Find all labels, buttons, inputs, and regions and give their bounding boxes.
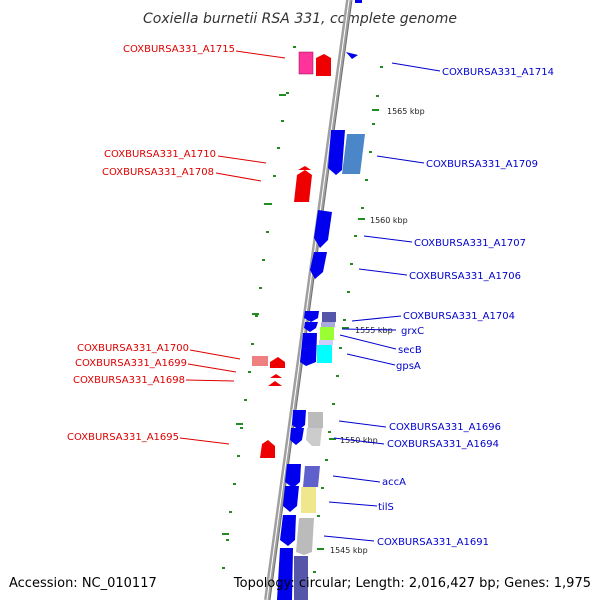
- gene-gpsA-left[interactable]: [300, 333, 317, 366]
- label-accA[interactable]: accA: [382, 477, 406, 488]
- gene-A1714[interactable]: [346, 52, 358, 59]
- gene-A1691[interactable]: [296, 518, 314, 555]
- label-A1699[interactable]: COXBURSA331_A1699: [75, 358, 187, 369]
- gene-A1708[interactable]: [294, 170, 312, 202]
- label-A1715[interactable]: COXBURSA331_A1715: [123, 44, 235, 55]
- label-A1708[interactable]: COXBURSA331_A1708: [102, 167, 214, 178]
- label-A1707[interactable]: COXBURSA331_A1707: [414, 238, 526, 249]
- scale-label-1560: 1560 kbp: [370, 216, 408, 225]
- right-label-group: COXBURSA331_A1714 COXBURSA331_A1709 COXB…: [377, 67, 554, 548]
- label-A1714[interactable]: COXBURSA331_A1714: [442, 67, 554, 78]
- label-A1695[interactable]: COXBURSA331_A1695: [67, 432, 179, 443]
- label-A1710[interactable]: COXBURSA331_A1710: [104, 149, 216, 160]
- gene-A1704b[interactable]: [322, 312, 336, 322]
- gene-A1707[interactable]: [314, 210, 332, 248]
- label-A1694[interactable]: COXBURSA331_A1694: [387, 439, 499, 450]
- label-A1696[interactable]: COXBURSA331_A1696: [389, 422, 501, 433]
- left-label-group: COXBURSA331_A1715 COXBURSA331_A1710 COXB…: [67, 44, 235, 443]
- label-gpsA[interactable]: gpsA: [396, 361, 421, 372]
- gene-A1700[interactable]: [252, 356, 268, 366]
- right-connectors: [323, 62, 441, 542]
- label-tilS[interactable]: tilS: [378, 502, 394, 513]
- scale-label-1565: 1565 kbp: [387, 107, 425, 116]
- gene-gpsA[interactable]: [317, 345, 332, 363]
- topology-summary: Topology: circular; Length: 2,016,427 bp…: [233, 576, 591, 591]
- label-secB[interactable]: secB: [398, 345, 422, 356]
- gene-A1715[interactable]: [298, 51, 314, 75]
- label-A1700[interactable]: COXBURSA331_A1700: [77, 343, 189, 354]
- label-grxC[interactable]: grxC: [401, 326, 424, 337]
- label-A1691[interactable]: COXBURSA331_A1691: [377, 537, 489, 548]
- gene-tilS[interactable]: [301, 487, 316, 513]
- left-connectors: [179, 50, 286, 445]
- gene-secB[interactable]: [319, 340, 333, 345]
- gene-A1715b[interactable]: [316, 54, 331, 76]
- gene-A1696[interactable]: [292, 410, 306, 430]
- gene-A1709b[interactable]: [342, 134, 365, 174]
- gene-A1695[interactable]: [260, 440, 275, 458]
- gene-A1706[interactable]: [310, 252, 327, 279]
- scale-label-1545: 1545 kbp: [330, 546, 368, 555]
- label-A1704[interactable]: COXBURSA331_A1704: [403, 311, 515, 322]
- gene-A1704a[interactable]: [304, 311, 319, 322]
- accession-text: Accession: NC_010117: [9, 576, 157, 591]
- gene-grxC[interactable]: [320, 327, 334, 340]
- label-A1709[interactable]: COXBURSA331_A1709: [426, 159, 538, 170]
- gene-accA[interactable]: [303, 466, 320, 487]
- scale-dots: [222, 46, 383, 573]
- scale-label-1555: 1555 kbp: [355, 326, 393, 335]
- gene-A1699[interactable]: [270, 357, 285, 368]
- label-A1698[interactable]: COXBURSA331_A1698: [73, 375, 185, 386]
- label-A1706[interactable]: COXBURSA331_A1706: [409, 271, 521, 282]
- gene-A1694[interactable]: [308, 412, 323, 428]
- map-title: Coxiella burnetii RSA 331, complete geno…: [143, 11, 457, 27]
- gene-A1709a[interactable]: [328, 130, 345, 175]
- gene-A1698[interactable]: [270, 374, 282, 378]
- gene-accA-left[interactable]: [285, 464, 301, 488]
- gene-features: [252, 0, 365, 600]
